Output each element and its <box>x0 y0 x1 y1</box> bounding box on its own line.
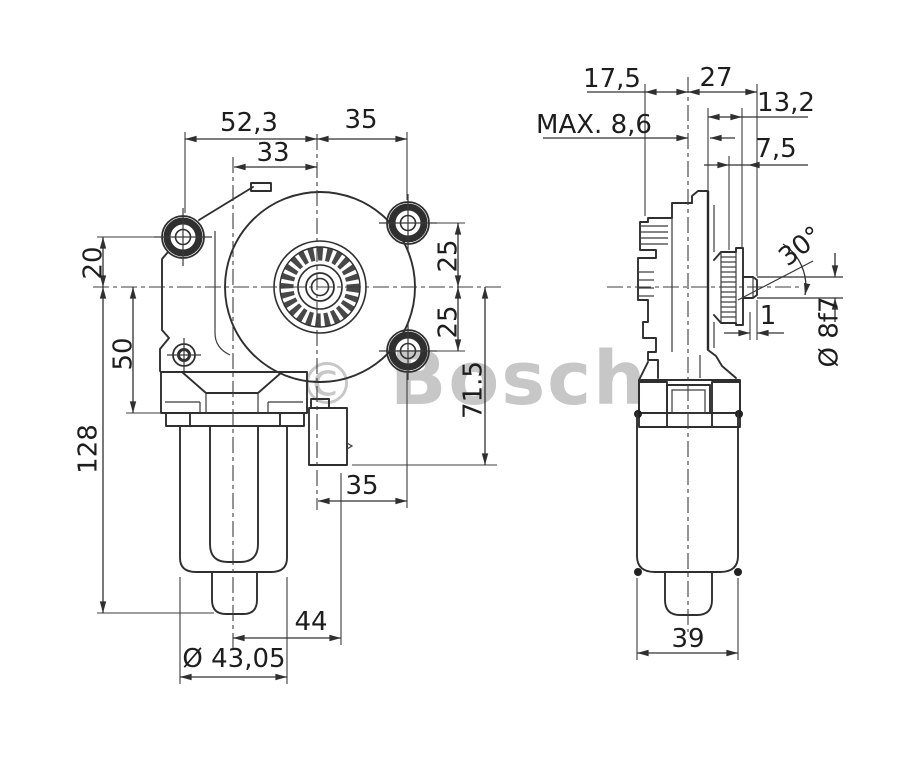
dim-dia-43-05: Ø 43,05 <box>182 644 285 674</box>
dim-span-52-3: 52,3 <box>220 108 278 138</box>
dim-depth-13-2: 13,2 <box>757 88 815 118</box>
dim-dia-8f7: Ø 8f7 <box>815 297 845 368</box>
screw-bottom-left <box>167 338 201 372</box>
dim-offset-33: 33 <box>256 138 289 168</box>
front-view <box>154 182 437 615</box>
dim-depth-71-5: 71.5 <box>459 361 489 419</box>
mounting-boss-top-right <box>379 194 437 252</box>
dim-angle-30: 30° <box>773 221 828 273</box>
side-serrations <box>638 225 668 297</box>
chamfer-angle-construction <box>737 243 814 301</box>
motor-end-cap-front <box>211 571 258 615</box>
motor-body-front <box>179 425 288 615</box>
center-lines <box>93 77 800 653</box>
bosch-watermark: © Bosch <box>298 336 648 422</box>
motor-bracket-side <box>634 379 743 428</box>
dim-depth-17-5: 17,5 <box>583 64 641 94</box>
dim-width-44: 44 <box>294 607 327 637</box>
side-housing-top-step <box>691 190 709 204</box>
dim-depth-27: 27 <box>699 63 732 93</box>
motor-bracket <box>160 371 308 427</box>
side-view <box>634 190 814 616</box>
dimension-lines <box>99 88 843 681</box>
watermark-brand-text: Bosch <box>390 336 648 422</box>
dim-chamfer-1: 1 <box>760 301 777 331</box>
dim-depth-7-5: 7,5 <box>755 134 796 164</box>
side-housing-profile <box>637 202 693 379</box>
connector-front <box>308 398 354 466</box>
dim-spacing-25-lower: 25 <box>434 305 464 338</box>
extension-lines <box>97 84 758 684</box>
dim-offset-35-connector: 35 <box>345 471 378 501</box>
dim-max-8-6: MAX. 8,6 <box>536 110 652 140</box>
dim-span-35: 35 <box>344 105 377 135</box>
mounting-boss-bottom-right <box>379 322 437 380</box>
housing-inner-contour <box>214 231 231 356</box>
dim-length-128: 128 <box>74 424 104 474</box>
mounting-flange-side <box>638 191 737 381</box>
dim-offset-20: 20 <box>79 246 109 279</box>
dim-height-50: 50 <box>109 337 139 370</box>
dim-dia-39: 39 <box>671 624 704 654</box>
housing-top-tangent <box>198 186 254 221</box>
dim-spacing-25-upper: 25 <box>434 239 464 272</box>
dimension-labels: 52,3 35 33 20 50 128 25 25 71.5 35 44 Ø … <box>74 63 845 674</box>
housing-left-edge <box>159 251 170 372</box>
housing-top-tab <box>250 182 272 192</box>
